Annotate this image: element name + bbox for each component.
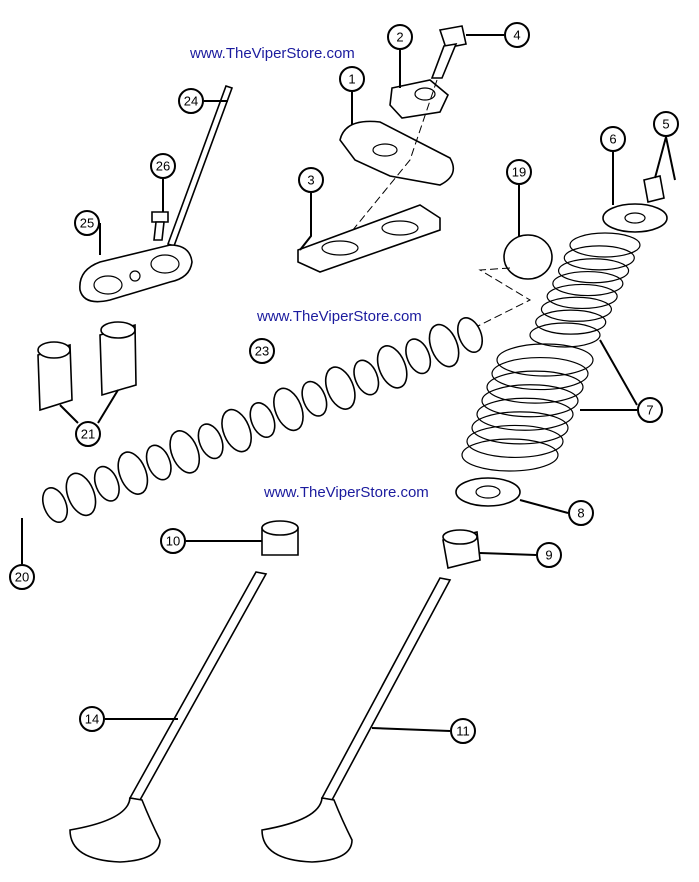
callout-14: 14	[79, 706, 105, 732]
callout-25: 25	[74, 210, 100, 236]
cam-lobe	[405, 338, 432, 375]
rocker-arm	[339, 120, 455, 186]
callout-20: 20	[9, 564, 35, 590]
svg-text:24: 24	[184, 94, 198, 109]
lifters	[37, 321, 137, 412]
cam-lobe	[353, 359, 380, 396]
callout-19: 19	[506, 159, 532, 185]
svg-text:1: 1	[348, 72, 355, 87]
callout-24: 24	[178, 88, 204, 114]
svg-text:6: 6	[609, 132, 616, 147]
svg-text:9: 9	[545, 548, 552, 563]
svg-text:26: 26	[156, 159, 170, 174]
spring-coil	[569, 232, 641, 258]
valve-locks	[643, 175, 665, 203]
callout-8: 8	[568, 500, 594, 526]
spring-coil	[557, 258, 630, 284]
callout-23: 23	[249, 338, 275, 364]
watermark-top: www.TheViperStore.com	[189, 45, 355, 62]
spring-coil	[466, 424, 564, 459]
svg-text:5: 5	[662, 117, 669, 132]
callout-4: 4	[504, 22, 530, 48]
cam-lobe	[221, 408, 252, 453]
svg-text:3: 3	[307, 173, 314, 188]
cam-lobe	[65, 472, 97, 517]
svg-text:7: 7	[646, 403, 653, 418]
cam-lobe	[324, 366, 356, 410]
cam-lobe	[117, 451, 149, 495]
callout-26: 26	[150, 153, 176, 179]
spring-seat	[455, 477, 521, 507]
callout-7: 7	[637, 397, 663, 423]
exhaust-valve	[261, 577, 452, 863]
cam-lobe	[197, 423, 224, 460]
spring-coil	[491, 356, 589, 391]
spring-coil	[540, 296, 613, 322]
spring-coil	[552, 270, 624, 297]
callout-3: 3	[298, 167, 324, 193]
svg-text:8: 8	[577, 506, 584, 521]
valve-springs	[461, 232, 641, 472]
spring-coil	[529, 322, 601, 348]
spring-coil	[461, 438, 559, 472]
spring-coil	[476, 397, 574, 431]
callout-9: 9	[536, 542, 562, 568]
spring-coil	[496, 343, 594, 377]
svg-text:21: 21	[81, 427, 95, 442]
svg-text:25: 25	[80, 216, 94, 231]
cam-lobe	[376, 345, 408, 389]
svg-text:2: 2	[396, 30, 403, 45]
intake-valve	[69, 571, 268, 863]
cam-lobe	[249, 402, 276, 438]
spring-coil	[546, 283, 618, 310]
valve-seal-9	[442, 529, 481, 569]
camshaft	[41, 317, 484, 523]
cam-lobe	[169, 430, 201, 474]
spring-coil	[481, 384, 579, 418]
bolt-26	[151, 211, 169, 241]
cam-lobe	[301, 380, 328, 417]
spring-coil	[563, 245, 635, 271]
lifter-retainer-plate	[79, 244, 193, 303]
spring-coil	[471, 411, 569, 445]
leader-lines	[21, 34, 676, 732]
svg-text:23: 23	[255, 344, 269, 359]
spring-coil	[535, 309, 607, 335]
spring-coil	[486, 370, 584, 404]
cam-plug	[503, 234, 553, 280]
valve-seal-10	[261, 520, 299, 556]
callout-21: 21	[75, 421, 101, 447]
svg-text:14: 14	[85, 712, 99, 727]
watermark-middle: www.TheViperStore.com	[256, 308, 422, 325]
watermark-bottom: www.TheViperStore.com	[263, 484, 429, 501]
callout-1: 1	[339, 66, 365, 92]
rocker-rail	[297, 204, 441, 273]
cam-lobe	[428, 323, 460, 368]
callout-10: 10	[160, 528, 186, 554]
cam-lobe	[456, 317, 484, 353]
svg-text:4: 4	[513, 28, 520, 43]
callout-6: 6	[600, 126, 626, 152]
callout-11: 11	[450, 718, 476, 744]
svg-text:10: 10	[166, 534, 180, 549]
svg-text:19: 19	[512, 165, 526, 180]
cam-lobe	[93, 465, 120, 502]
rocker-bolt	[430, 25, 467, 79]
callout-2: 2	[387, 24, 413, 50]
svg-text:11: 11	[456, 724, 470, 739]
spring-retainer	[602, 203, 668, 233]
rocker-pedestal	[389, 79, 449, 119]
cam-lobe	[145, 444, 172, 481]
cam-lobe	[41, 487, 69, 523]
callout-5: 5	[653, 111, 679, 137]
svg-text:20: 20	[15, 570, 29, 585]
cam-lobe	[273, 387, 304, 432]
